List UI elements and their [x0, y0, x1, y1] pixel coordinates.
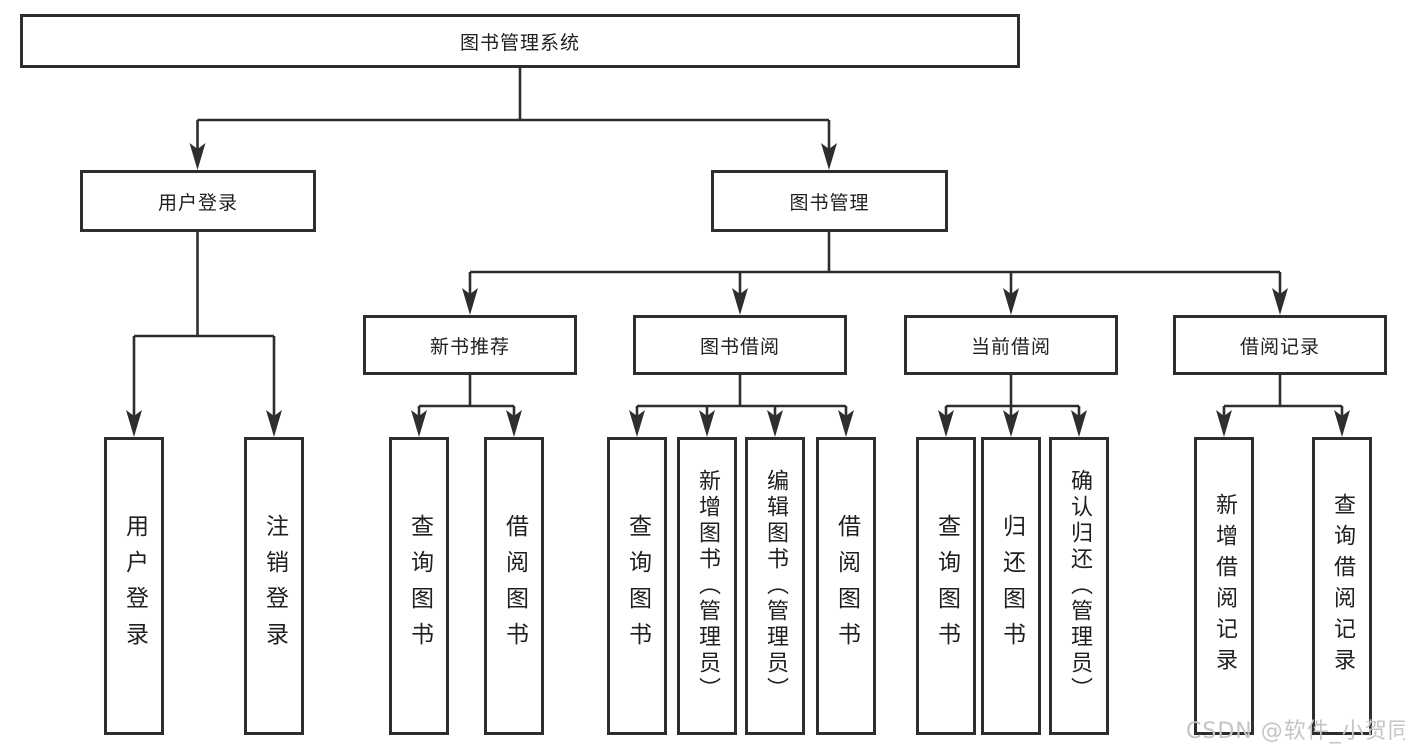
node-user-login: 用户登录	[80, 170, 316, 232]
node-user-login-label: 用户登录	[157, 191, 238, 214]
leaf-query-books-current-label: 查询图书	[933, 514, 960, 658]
leaf-query-books-borrow: 查询图书	[607, 437, 667, 735]
leaf-logout: 注销登录	[244, 437, 304, 735]
leaf-return-book-label: 归还图书	[998, 514, 1025, 658]
node-book-borrow-label: 图书借阅	[699, 335, 780, 358]
leaf-add-book-admin: 新增图书（管理员）	[677, 437, 737, 735]
leaf-query-books-recommend-label: 查询图书	[406, 514, 433, 658]
node-book-borrow: 图书借阅	[633, 315, 847, 375]
node-library-system: 图书管理系统	[20, 14, 1020, 68]
node-book-management-label: 图书管理	[789, 191, 870, 214]
leaf-query-books-recommend: 查询图书	[389, 437, 449, 735]
node-library-system-label: 图书管理系统	[459, 31, 580, 54]
node-current-borrow-label: 当前借阅	[970, 335, 1051, 358]
leaf-return-book: 归还图书	[981, 437, 1041, 735]
leaf-borrow-books-label: 借阅图书	[833, 514, 860, 658]
csdn-watermark: CSDN @软件_小贺同学	[1186, 719, 1405, 744]
node-new-book-recommend-label: 新书推荐	[429, 335, 510, 358]
node-new-book-recommend: 新书推荐	[363, 315, 577, 375]
leaf-add-borrow-record: 新增借阅记录	[1194, 437, 1254, 735]
leaf-confirm-return-admin-label: 确认归还（管理员）	[1067, 469, 1092, 703]
node-current-borrow: 当前借阅	[904, 315, 1118, 375]
leaf-logout-label: 注销登录	[261, 514, 288, 658]
leaf-query-books-current: 查询图书	[916, 437, 976, 735]
node-borrow-records-label: 借阅记录	[1239, 335, 1320, 358]
node-book-management: 图书管理	[711, 170, 948, 232]
node-borrow-records: 借阅记录	[1173, 315, 1387, 375]
leaf-user-login: 用户登录	[104, 437, 164, 735]
leaf-add-borrow-record-label: 新增借阅记录	[1212, 493, 1237, 679]
leaf-borrow-books: 借阅图书	[816, 437, 876, 735]
leaf-edit-book-admin-label: 编辑图书（管理员）	[763, 469, 788, 703]
leaf-borrow-books-recommend-label: 借阅图书	[501, 514, 528, 658]
leaf-edit-book-admin: 编辑图书（管理员）	[745, 437, 805, 735]
leaf-query-books-borrow-label: 查询图书	[624, 514, 651, 658]
leaf-confirm-return-admin: 确认归还（管理员）	[1049, 437, 1109, 735]
leaf-borrow-books-recommend: 借阅图书	[484, 437, 544, 735]
leaf-query-borrow-record-label: 查询借阅记录	[1330, 493, 1355, 679]
leaf-query-borrow-record: 查询借阅记录	[1312, 437, 1372, 735]
leaf-user-login-label: 用户登录	[121, 514, 148, 658]
leaf-add-book-admin-label: 新增图书（管理员）	[695, 469, 720, 703]
